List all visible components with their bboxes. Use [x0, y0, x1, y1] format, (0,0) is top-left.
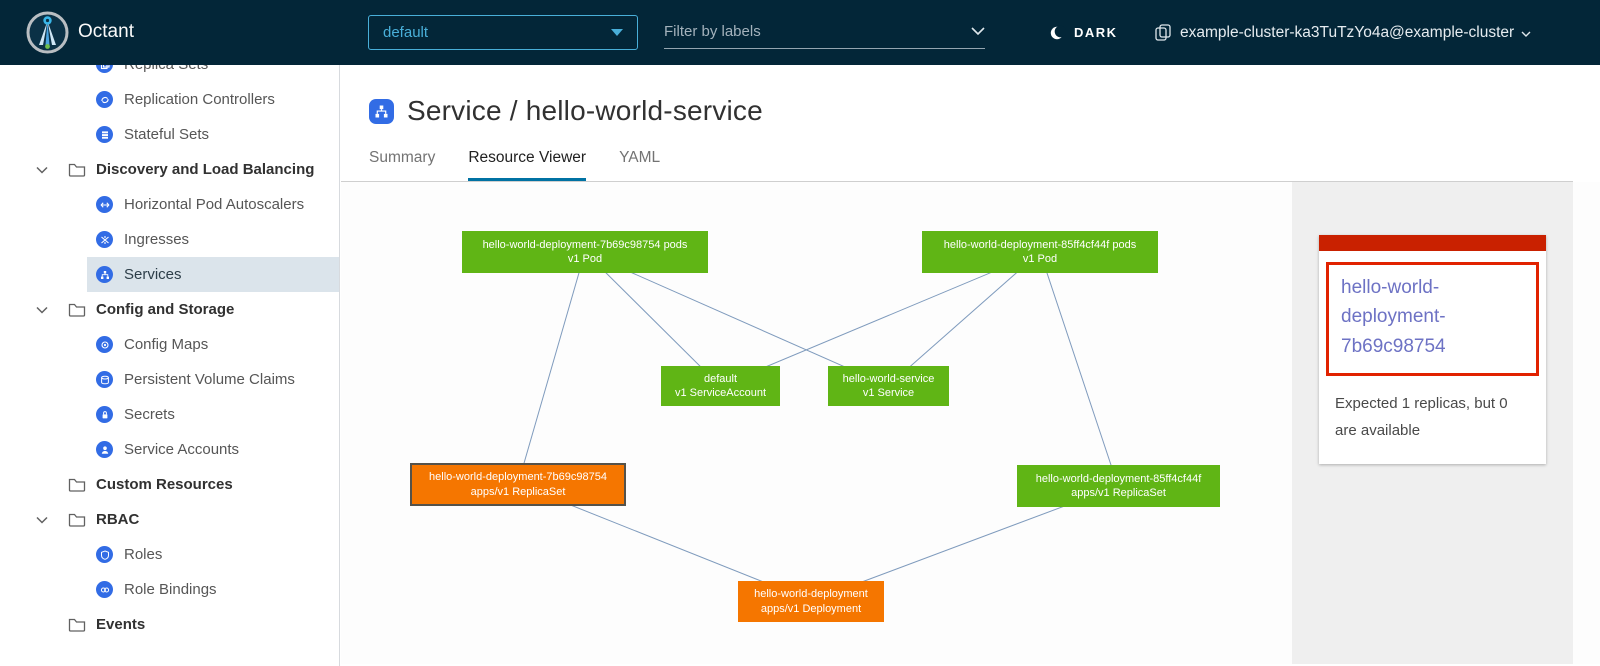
graph-node-serviceaccount-default[interactable]: default v1 ServiceAccount — [661, 366, 780, 406]
sidebar-item-secrets[interactable]: Secrets — [0, 397, 339, 432]
horizontal-pod-autoscalers-icon — [96, 196, 113, 213]
label-filter — [664, 15, 985, 49]
caret-down-icon — [611, 29, 623, 36]
graph-edge — [584, 251, 721, 387]
sidebar-item-persistent-volume-claims[interactable]: Persistent Volume Claims — [0, 362, 339, 397]
cluster-name: example-cluster-ka3TuTzYo4a@example-clus… — [1180, 23, 1515, 41]
secrets-icon — [96, 406, 113, 423]
sidebar-item-role-bindings[interactable]: Role Bindings — [0, 572, 339, 607]
resource-link[interactable]: hello-world-deployment-7b69c98754 — [1341, 277, 1446, 357]
resource-viewer-canvas: hello-world-deployment-7b69c98754 pods v… — [341, 182, 1600, 664]
folder-icon — [68, 477, 86, 492]
sidebar-item-service-accounts[interactable]: Service Accounts — [0, 432, 339, 467]
cluster-selector[interactable]: example-cluster-ka3TuTzYo4a@example-clus… — [1155, 0, 1531, 65]
sidebar-nav: Replica Sets Replication Controllers Sta… — [0, 65, 339, 642]
theme-toggle-label: DARK — [1074, 25, 1118, 40]
folder-icon — [68, 512, 86, 527]
sidebar-item-roles[interactable]: Roles — [0, 537, 339, 572]
graph-edge — [1039, 251, 1119, 487]
services-icon — [96, 266, 113, 283]
service-icon — [369, 98, 394, 124]
graph-node-deployment-hello-world[interactable]: hello-world-deployment apps/v1 Deploymen… — [738, 581, 884, 622]
chevron-down-icon[interactable] — [971, 27, 985, 36]
tab-resource-viewer[interactable]: Resource Viewer — [468, 149, 587, 181]
sidebar-group-events[interactable]: Events — [0, 607, 339, 642]
sidebar-item-replica-sets[interactable]: Replica Sets — [0, 65, 339, 82]
chevron-down-icon[interactable] — [36, 306, 49, 314]
replica-sets-icon — [96, 65, 113, 73]
tab-summary[interactable]: Summary — [369, 149, 436, 166]
folder-icon — [68, 162, 86, 177]
persistent-volume-claims-icon — [96, 371, 113, 388]
status-message: Expected 1 replicas, but 0 are available — [1335, 395, 1508, 440]
label-filter-input[interactable] — [664, 23, 971, 40]
folder-icon — [68, 302, 86, 317]
graph-edge — [719, 251, 1041, 387]
service-accounts-icon — [96, 441, 113, 458]
page-title: Service / hello-world-service — [407, 95, 763, 126]
sidebar-item-config-maps[interactable]: Config Maps — [0, 327, 339, 362]
sidebar-item-ingresses[interactable]: Ingresses — [0, 222, 339, 257]
sidebar-group-config-and-storage[interactable]: Config and Storage — [0, 292, 339, 327]
ingresses-icon — [96, 231, 113, 248]
graph-node-service-hello-world-service[interactable]: hello-world-service v1 Service — [828, 366, 949, 406]
roles-icon — [96, 546, 113, 563]
detail-card: hello-world-deployment-7b69c98754 Expect… — [1319, 235, 1546, 465]
moon-icon — [1050, 25, 1066, 39]
sidebar-item-services[interactable]: Services — [87, 257, 339, 292]
stateful-sets-icon — [96, 126, 113, 143]
chevron-down-icon — [1521, 31, 1531, 37]
sidebar-item-replication-controllers[interactable]: Replication Controllers — [0, 82, 339, 117]
graph-node-pods-85ff4cf44f[interactable]: hello-world-deployment-85ff4cf44f pods v… — [922, 231, 1158, 273]
detail-panel: hello-world-deployment-7b69c98754 Expect… — [1292, 182, 1573, 664]
sidebar-group-custom-resources[interactable]: Custom Resources — [0, 467, 339, 502]
theme-toggle[interactable]: DARK — [1050, 0, 1118, 65]
app-title: Octant — [78, 21, 134, 42]
page-header: Service / hello-world-service — [341, 65, 1600, 127]
graph-node-replicaset-7b69c98754[interactable]: hello-world-deployment-7b69c98754 apps/v… — [410, 463, 626, 506]
sidebar-group-rbac[interactable]: RBAC — [0, 502, 339, 537]
sidebar: Replica Sets Replication Controllers Sta… — [0, 65, 340, 666]
folder-icon — [68, 617, 86, 632]
selected-node-box: hello-world-deployment-7b69c98754 — [1326, 262, 1539, 377]
graph-node-pods-7b69c98754[interactable]: hello-world-deployment-7b69c98754 pods v… — [462, 231, 708, 273]
graph-edge — [584, 251, 889, 387]
detail-card-body: hello-world-deployment-7b69c98754 Expect… — [1319, 251, 1546, 464]
main-content: Service / hello-world-service Summary Re… — [341, 65, 1600, 666]
chevron-down-icon[interactable] — [36, 166, 49, 174]
graph-node-replicaset-85ff4cf44f[interactable]: hello-world-deployment-85ff4cf44f apps/v… — [1017, 465, 1220, 507]
role-bindings-icon — [96, 581, 113, 598]
replication-controllers-icon — [96, 91, 113, 108]
tab-yaml[interactable]: YAML — [619, 149, 661, 166]
sidebar-group-discovery-and-load-balancing[interactable]: Discovery and Load Balancing — [0, 152, 339, 187]
tab-bar: Summary Resource Viewer YAML — [341, 127, 1573, 182]
octant-logo-icon — [26, 11, 69, 54]
chevron-down-icon[interactable] — [36, 516, 49, 524]
config-maps-icon — [96, 336, 113, 353]
status-red-bar — [1319, 235, 1546, 251]
namespace-value: default — [383, 24, 429, 41]
graph-edge — [517, 251, 586, 485]
sidebar-item-stateful-sets[interactable]: Stateful Sets — [0, 117, 339, 152]
cluster-icon — [1155, 24, 1171, 41]
sidebar-item-horizontal-pod-autoscalers[interactable]: Horizontal Pod Autoscalers — [0, 187, 339, 222]
graph-edge — [887, 251, 1041, 387]
namespace-dropdown[interactable]: default — [368, 15, 638, 50]
app-header: Octant default DARK example-cluster-ka3T… — [0, 0, 1600, 65]
